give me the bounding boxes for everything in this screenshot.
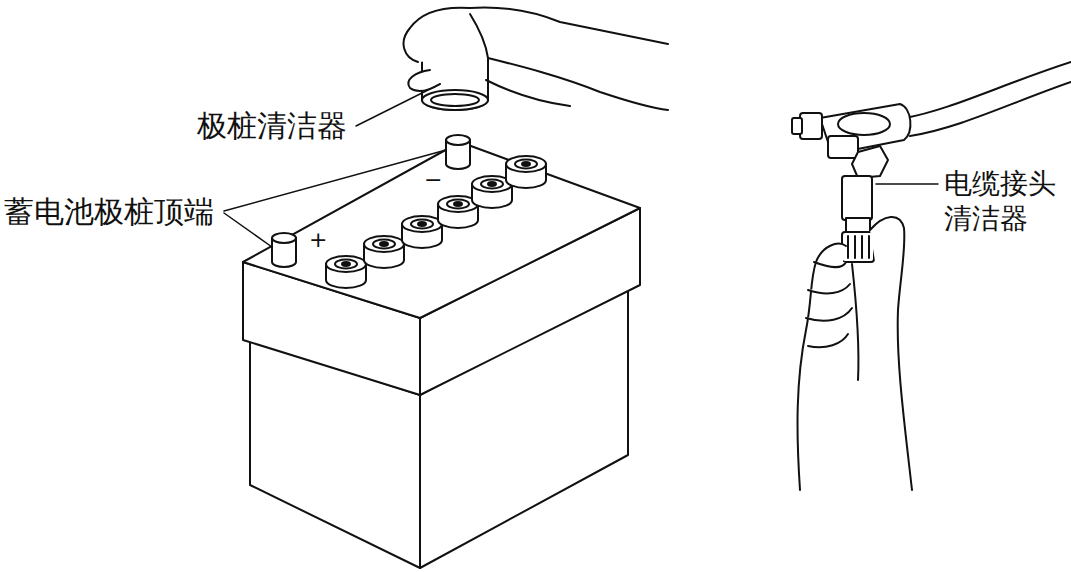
part-label: 极桩清洁器: [197, 107, 347, 145]
negative-terminal: [446, 135, 470, 169]
cable-clamp: [792, 104, 910, 178]
hand-top: [404, 8, 668, 110]
part-label: 电缆接头 清洁器: [944, 166, 1062, 236]
cable: [905, 62, 1071, 136]
lid-top: [243, 142, 640, 318]
part-label: +: [309, 226, 327, 254]
vent-caps: [326, 156, 546, 288]
hand-right: [798, 217, 912, 490]
clamp-cleaner: [842, 176, 874, 262]
part-label: −: [424, 166, 442, 194]
part-label: 蓄电池极桩顶端: [4, 193, 214, 231]
positive-terminal: [272, 233, 296, 267]
